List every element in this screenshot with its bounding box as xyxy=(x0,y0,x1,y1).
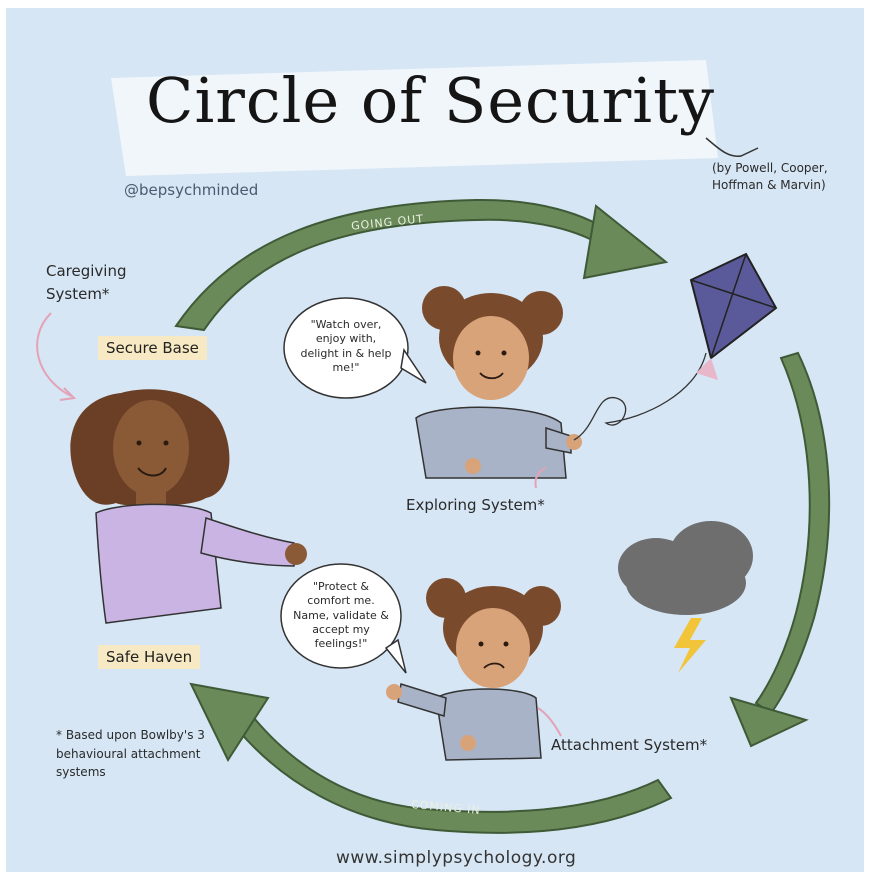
exploring-system-label: Exploring System* xyxy=(406,496,545,514)
author-handle: @bepsychminded xyxy=(124,181,259,199)
page-title: Circle of Security xyxy=(146,64,716,137)
attachment-pointer xyxy=(537,707,562,737)
coming-in-arrowhead xyxy=(189,682,270,763)
illustration-layer xyxy=(36,60,831,834)
caregiver-figure xyxy=(70,389,307,624)
exploring-child-face xyxy=(453,316,529,400)
caregiving-pointer xyxy=(36,312,72,397)
right-side-arrow xyxy=(754,351,831,715)
bubble-bottom-text: "Protect & comfort me. Name, validate & … xyxy=(293,580,389,651)
right-side-arrowhead xyxy=(729,696,809,748)
attachment-child-figure xyxy=(386,578,561,761)
caregiving-system-label: Caregiving System* xyxy=(46,262,127,304)
bubble-top-shape xyxy=(283,297,409,399)
secure-base-tag: Secure Base xyxy=(98,336,207,360)
lightning-bolt xyxy=(674,618,706,673)
model-authors: (by Powell, Cooper, Hoffman & Marvin) xyxy=(712,161,828,193)
attachment-child-shirt xyxy=(435,688,542,761)
exploring-pointer xyxy=(534,467,547,489)
kite-string xyxy=(573,352,707,441)
safe-haven-tag: Safe Haven xyxy=(98,645,201,669)
website-url: www.simplypsychology.org xyxy=(336,848,577,868)
attachment-child-face xyxy=(456,608,530,688)
authors-pointer xyxy=(705,137,759,157)
caregiver-hand xyxy=(285,543,307,565)
attachment-system-label: Attachment System* xyxy=(551,736,708,754)
bubble-top-text: "Watch over, enjoy with, delight in & he… xyxy=(300,318,392,374)
bubble-bottom-shape xyxy=(280,563,402,669)
storm-cloud xyxy=(618,521,753,673)
kite xyxy=(689,252,778,380)
going-out-arrowhead xyxy=(582,204,669,280)
caregiver-arm xyxy=(200,517,295,567)
caregiver-shirt xyxy=(95,503,222,624)
caregiver-smile xyxy=(137,467,167,477)
footnote: * Based upon Bowlby's 3 behavioural atta… xyxy=(56,728,205,780)
caregiver-face xyxy=(113,400,189,496)
exploring-child-shirt xyxy=(415,406,567,479)
infographic-canvas: Circle of Security @bepsychminded (by Po… xyxy=(6,8,864,872)
title-highlight xyxy=(111,60,718,176)
exploring-child-figure xyxy=(415,286,582,479)
